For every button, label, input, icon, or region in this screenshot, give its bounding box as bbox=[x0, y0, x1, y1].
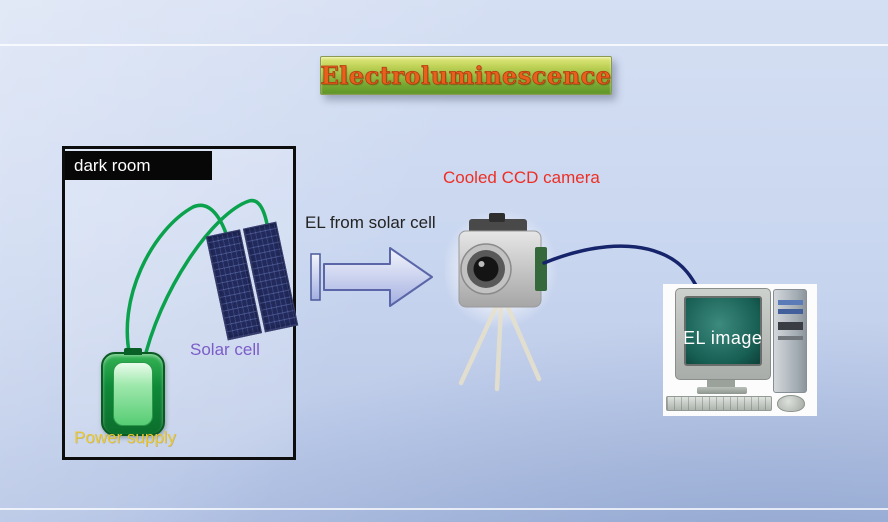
camera-cable bbox=[542, 244, 706, 303]
ccd-camera-image bbox=[445, 209, 558, 392]
bottom-divider-line bbox=[0, 508, 888, 510]
tower-slot bbox=[778, 300, 803, 305]
block-arrow bbox=[323, 247, 433, 307]
monitor-stand-base bbox=[697, 387, 747, 394]
tower-drive-bay bbox=[778, 322, 803, 330]
keyboard bbox=[666, 396, 772, 411]
monitor bbox=[675, 288, 771, 380]
title-banner: Electroluminescence bbox=[320, 56, 612, 95]
el-image-label: EL image bbox=[683, 328, 763, 348]
monitor-stand bbox=[707, 380, 735, 388]
el-from-solar-cell-label: EL from solar cell bbox=[305, 213, 436, 232]
slide-title: Electroluminescence bbox=[320, 61, 612, 91]
power-supply-icon bbox=[101, 348, 165, 436]
dark-room-header: dark room bbox=[65, 151, 212, 180]
monitor-screen bbox=[684, 296, 762, 366]
battery-core bbox=[113, 362, 153, 426]
camera-lens bbox=[460, 243, 512, 295]
el-emission-arrow bbox=[310, 247, 433, 307]
cooled-ccd-camera-label: Cooled CCD camera bbox=[443, 168, 600, 187]
tower-slot bbox=[778, 336, 803, 340]
computer-image: EL image bbox=[663, 284, 817, 416]
battery-terminal bbox=[124, 348, 142, 355]
top-divider-line bbox=[0, 44, 888, 46]
camera-circuit-board bbox=[535, 247, 547, 291]
tower-slot bbox=[778, 309, 803, 314]
power-wires-graphic bbox=[125, 198, 271, 367]
camera-tripod bbox=[458, 302, 542, 392]
emission-slit-bar bbox=[310, 253, 321, 301]
power-supply-label: Power supply bbox=[74, 428, 177, 447]
dark-room-label: dark room bbox=[74, 155, 151, 175]
mouse bbox=[777, 395, 805, 412]
computer-tower bbox=[773, 289, 807, 393]
camera-viewfinder bbox=[489, 213, 505, 222]
solar-cell-label: Solar cell bbox=[190, 340, 260, 359]
